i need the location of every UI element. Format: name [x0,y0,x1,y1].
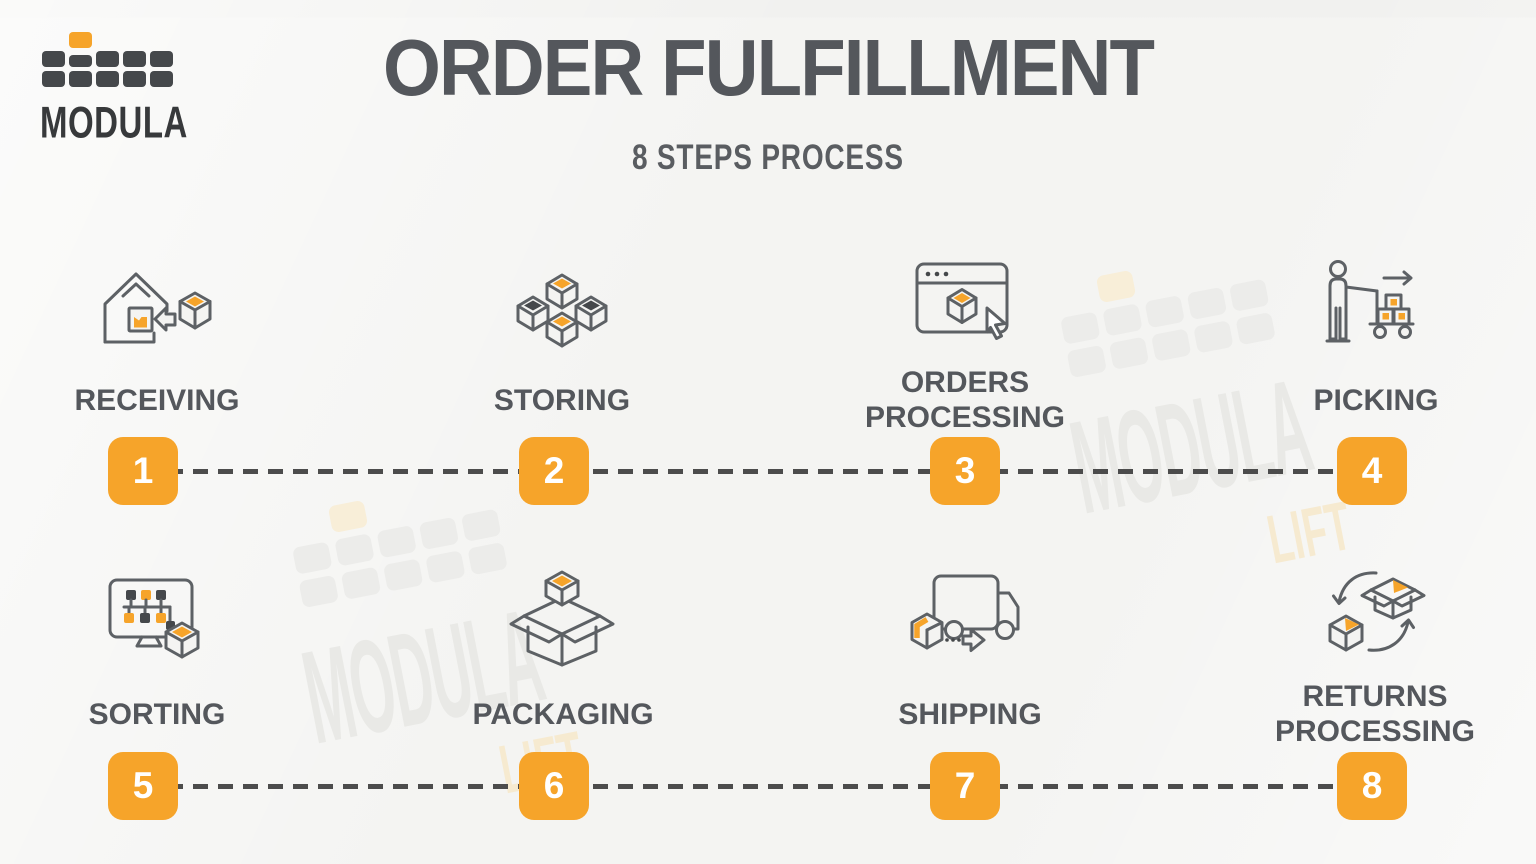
step-label: ORDERS PROCESSING [864,366,1066,434]
shipping-icon [910,566,1030,668]
step-8-badge: 8 [1337,752,1407,820]
modula-logo: MODULA [40,30,187,147]
receiving-icon [91,252,223,354]
logo-brand-text: MODULA [40,97,188,147]
step-6-badge: 6 [519,752,589,820]
step-label: PICKING [1313,383,1439,417]
picking-icon [1320,252,1432,354]
returns-processing-icon-svg [1328,571,1426,652]
step-label: SORTING [88,697,226,731]
step-3-badge: 3 [930,437,1000,505]
step-orders-processing: ORDERS PROCESSING [815,252,1115,442]
row1-dashed-connector [143,469,1372,474]
step-storing: STORING [412,252,712,442]
step-shipping: SHIPPING [820,566,1120,756]
sorting-icon [104,566,210,668]
step-sorting: SORTING [7,566,307,756]
page-subtitle: 8 STEPS PROCESS [632,138,904,177]
packaging-icon-svg [509,570,615,667]
step-2-badge: 2 [519,437,589,505]
orders-processing-icon-svg [915,262,1009,340]
packaging-icon [504,566,622,668]
step-packaging: PACKAGING [413,566,713,756]
step-returns-processing: RETURNS PROCESSING [1225,566,1525,756]
picking-icon-svg [1325,260,1415,343]
returns-processing-icon [1319,566,1431,668]
step-label: STORING [493,383,631,417]
step-5-badge: 5 [108,752,178,820]
step-label: SHIPPING [898,697,1042,731]
storing-icon [511,252,613,354]
storing-icon-svg [516,273,608,348]
step-7-badge: 7 [930,752,1000,820]
step-receiving: RECEIVING [7,252,307,442]
step-picking: PICKING [1226,252,1526,442]
receiving-icon-svg [103,272,212,344]
shipping-icon-svg [910,574,1020,652]
step-label: RECEIVING [74,383,240,417]
step-label: PACKAGING [472,697,654,731]
orders-processing-icon [909,252,1021,354]
step-label: RETURNS PROCESSING [1274,680,1476,748]
modula-logo-grid-icon [42,32,173,87]
step-4-badge: 4 [1337,437,1407,505]
step-1-badge: 1 [108,437,178,505]
row2-dashed-connector [143,784,1372,789]
page-title: ORDER FULFILLMENT [382,23,1155,112]
watermark-orange-cell [327,499,368,534]
sorting-icon-svg [108,578,200,659]
